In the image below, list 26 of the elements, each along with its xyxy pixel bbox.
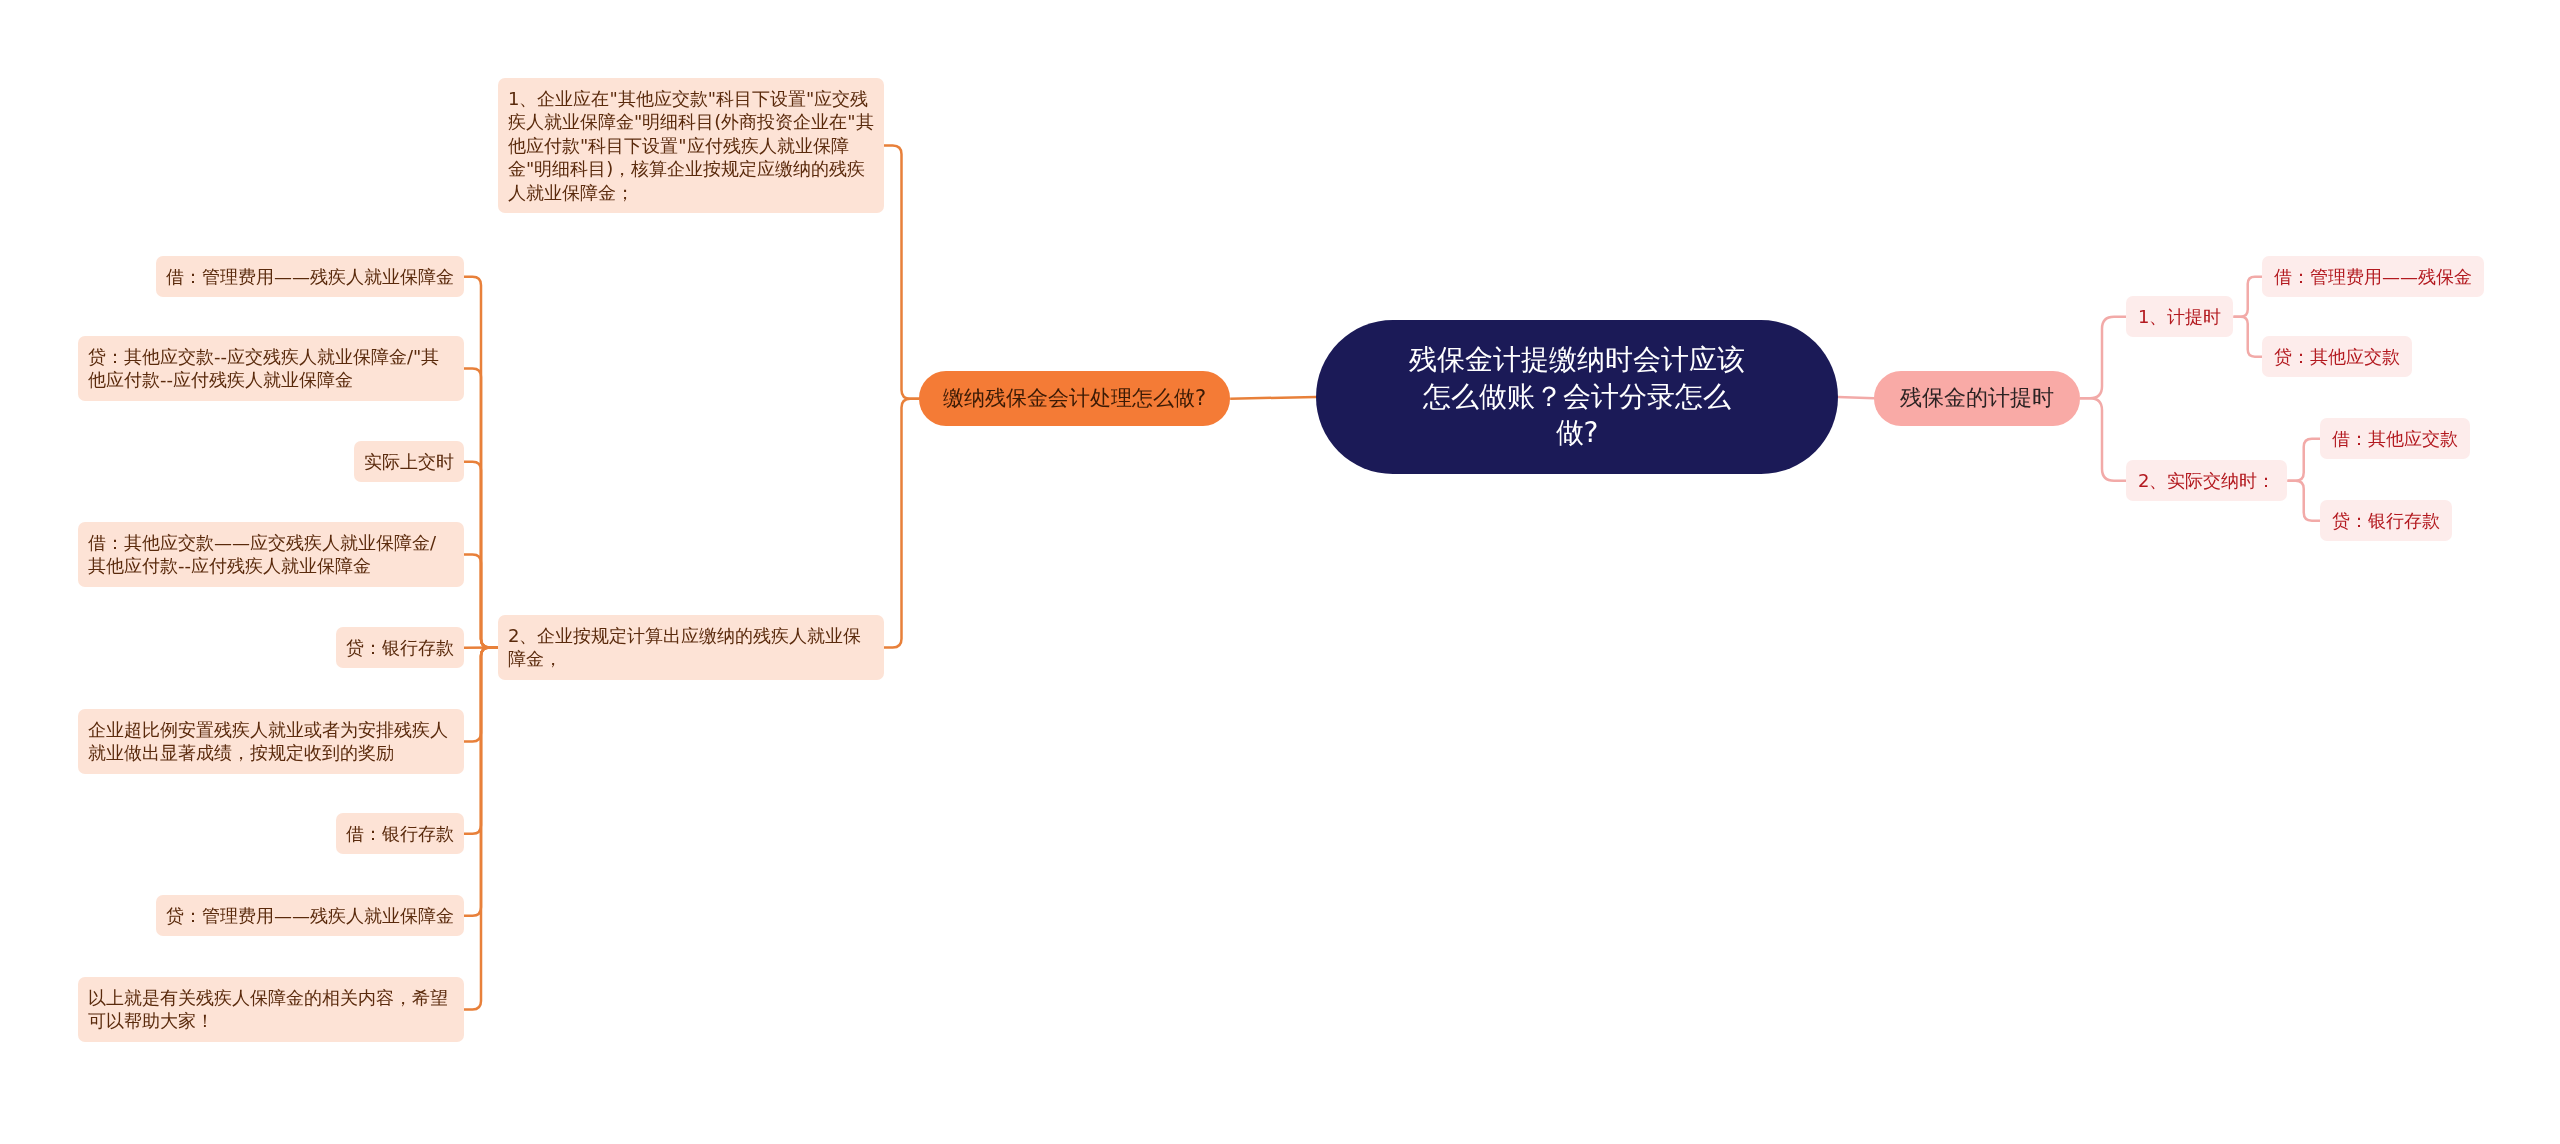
connector-line bbox=[884, 397, 919, 649]
subtopic-box: 1、计提时 bbox=[2126, 296, 2234, 338]
branch-topic: 缴纳残保金会计处理怎么做? bbox=[919, 371, 1231, 427]
subtopic-box: 借：其他应交款 bbox=[2320, 418, 2470, 460]
subtopic-box: 借：管理费用——残疾人就业保障金 bbox=[156, 256, 464, 298]
subtopic-box: 以上就是有关残疾人保障金的相关内容，希望可以帮助大家！ bbox=[78, 977, 464, 1042]
subtopic-box: 2、企业按规定计算出应缴纳的残疾人就业保障金， bbox=[498, 615, 884, 680]
connector-line bbox=[2080, 397, 2126, 482]
subtopic-box: 2、实际交纳时： bbox=[2126, 460, 2288, 502]
subtopic-box: 贷：其他应交款 bbox=[2262, 336, 2412, 378]
subtopic-box: 贷：银行存款 bbox=[336, 627, 464, 669]
subtopic-box: 借：银行存款 bbox=[336, 813, 464, 855]
subtopic-box: 贷：银行存款 bbox=[2320, 500, 2452, 542]
subtopic-box: 借：管理费用——残保金 bbox=[2262, 256, 2484, 298]
connector-line bbox=[2287, 479, 2320, 522]
central-topic: 残保金计提缴纳时会计应该怎么做账？会计分录怎么做? bbox=[1316, 320, 1838, 474]
connector-line bbox=[1230, 395, 1317, 400]
subtopic-box: 借：其他应交款——应交残疾人就业保障金/其他应付款--应付残疾人就业保障金 bbox=[78, 522, 464, 587]
branch-topic: 残保金的计提时 bbox=[1874, 371, 2080, 426]
subtopic-box: 贷：管理费用——残疾人就业保障金 bbox=[156, 895, 464, 937]
subtopic-box: 企业超比例安置残疾人就业或者为安排残疾人就业做出显著成绩，按规定收到的奖励 bbox=[78, 709, 464, 774]
subtopic-box: 1、企业应在"其他应交款"科目下设置"应交残疾人就业保障金"明细科目(外商投资企业在"其他应付款"科目下设置"应付残疾人就业保障金"明细科目)，核算企业按规定应缴纳的残疾人就业保障金； bbox=[498, 78, 884, 213]
connector-line bbox=[1837, 395, 1875, 400]
connector-line bbox=[2233, 315, 2262, 358]
subtopic-box: 贷：其他应交款--应交残疾人就业保障金/"其他应付款--应付残疾人就业保障金 bbox=[78, 336, 464, 401]
subtopic-box: 实际上交时 bbox=[354, 441, 464, 483]
